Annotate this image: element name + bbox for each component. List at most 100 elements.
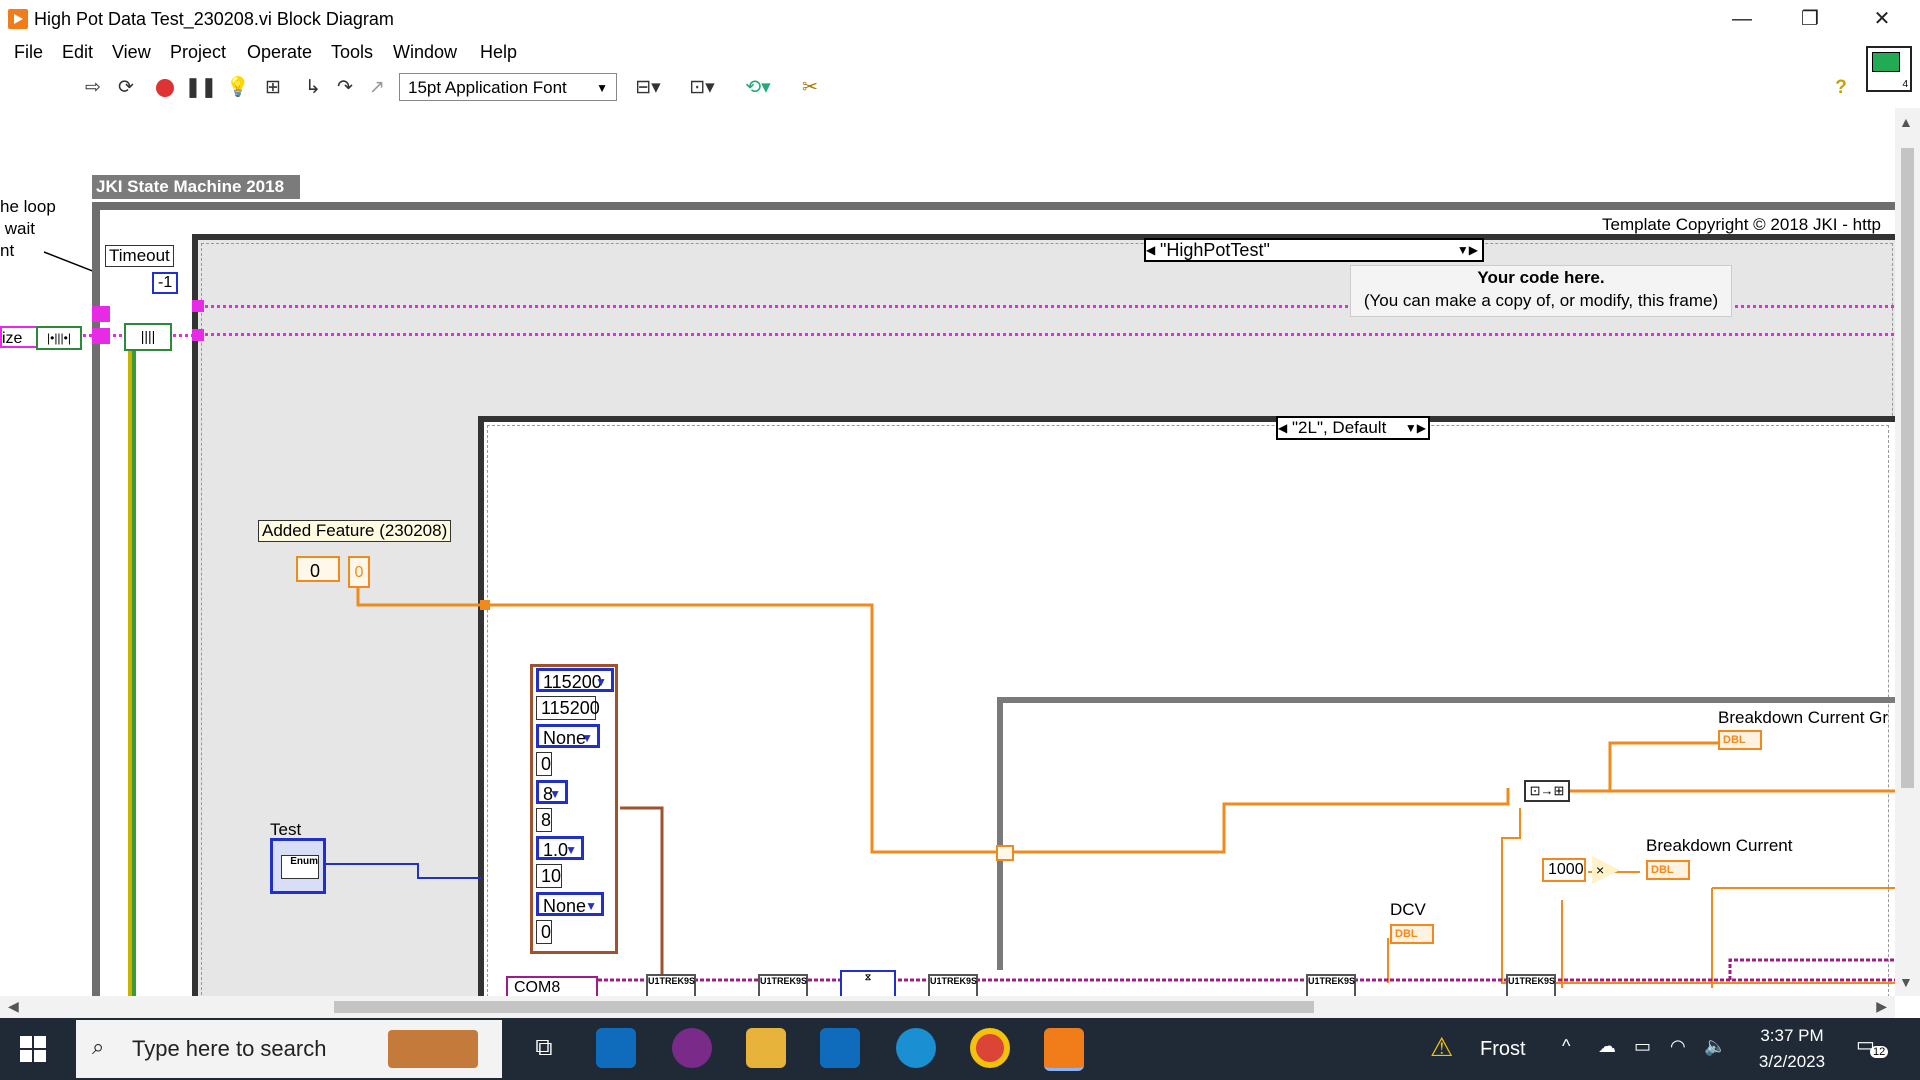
subvi-node[interactable]: U1TREK9S (1306, 974, 1356, 996)
pink-wire-top (194, 305, 1894, 308)
retain-wire-values-icon[interactable]: ⊞ (265, 77, 281, 98)
chevron-down-icon[interactable]: ▼▶ (1404, 421, 1426, 435)
scroll-thumb[interactable] (1901, 148, 1914, 788)
vertical-scrollbar[interactable]: ▲ ▼ (1895, 108, 1920, 996)
menu-project[interactable]: Project (170, 42, 227, 62)
case-structure-frame[interactable] (478, 416, 1895, 996)
close-button[interactable]: ✕ (1873, 8, 1891, 30)
timeout-value[interactable]: 10 (536, 864, 562, 888)
align-objects-icon[interactable]: ⊟▾ (635, 77, 661, 98)
baud-rate-dropdown[interactable]: 115200▼ (536, 668, 614, 692)
labview-taskbar-icon[interactable] (1044, 1028, 1084, 1071)
build-array-node[interactable]: ⊡→⊞ (1524, 780, 1570, 802)
parity-dropdown[interactable]: None▼ (536, 724, 600, 748)
shift-register-left-top[interactable] (92, 306, 110, 322)
jki-state-machine-label: JKI State Machine 2018 (92, 175, 300, 199)
chrome-icon[interactable] (970, 1028, 1010, 1068)
com-port-constant[interactable]: COM8 (506, 976, 598, 996)
subvi-node[interactable]: ⧖ (840, 970, 896, 996)
edge-icon[interactable] (896, 1028, 936, 1068)
scroll-left-icon[interactable]: ◀ (8, 998, 19, 1014)
bundle-node[interactable]: |•|||•| (36, 326, 82, 350)
notification-icon[interactable]: ▭ 12 (1856, 1032, 1889, 1062)
subvi-node[interactable]: U1TREK9S (928, 974, 978, 996)
menu-edit[interactable]: Edit (62, 42, 94, 62)
data-bits-dropdown[interactable]: 8▼ (536, 780, 568, 804)
weather-text[interactable]: Frost (1480, 1038, 1526, 1060)
case-selector-outer[interactable]: "HighPotTest" ◀ ▼▶ (1144, 238, 1484, 262)
windows-start-icon[interactable] (20, 1036, 46, 1062)
menu-view[interactable]: View (112, 42, 151, 62)
store-icon[interactable] (596, 1028, 636, 1068)
menu-bar: File Edit View Project Operate Tools Win… (0, 38, 1866, 68)
scroll-thumb[interactable] (334, 1001, 1314, 1013)
run-arrow-icon[interactable]: ⇨ (85, 77, 101, 98)
clock-time[interactable]: 3:37 PM (1760, 1026, 1824, 1045)
pink-wire-bottom (194, 333, 1894, 336)
onedrive-icon[interactable]: ☁ (1598, 1036, 1616, 1056)
distribute-objects-icon[interactable]: ⊡▾ (689, 77, 715, 98)
dcv-label: DCV (1390, 900, 1426, 919)
shift-register-left-bottom[interactable] (92, 328, 110, 344)
timeout-constant[interactable]: -1 (152, 272, 179, 294)
step-out-icon[interactable]: ↗ (369, 77, 385, 98)
labview-app-icon (8, 9, 28, 29)
clock-date[interactable]: 3/2/2023 (1758, 1052, 1826, 1071)
context-help-icon[interactable]: ? (1835, 77, 1847, 98)
unbundle-node[interactable]: |||| (124, 323, 172, 351)
chevron-up-icon[interactable]: ^ (1562, 1036, 1571, 1056)
subvi-node[interactable]: U1TREK9S (758, 974, 808, 996)
step-into-icon[interactable]: ↳ (305, 77, 321, 98)
multiply-node[interactable] (1592, 856, 1620, 884)
cleanup-diagram-icon[interactable]: ✂ (802, 77, 818, 98)
abort-icon[interactable] (154, 77, 176, 99)
decrement-arrow-icon[interactable]: ◀ (1146, 243, 1156, 257)
test-enum-control[interactable]: Enum (270, 838, 326, 894)
menu-help[interactable]: Help (480, 42, 518, 62)
stop-bits-dropdown[interactable]: 1.0▼ (536, 836, 584, 860)
baud-rate-value[interactable]: 115200 (536, 696, 600, 720)
multiplier-constant[interactable]: 1000 (1542, 858, 1586, 882)
added-feature-control[interactable]: 0 (296, 556, 340, 582)
scroll-up-icon[interactable]: ▲ (1899, 114, 1913, 130)
volume-icon[interactable]: 🔈 (1704, 1036, 1727, 1056)
zero-constant[interactable]: 0 (536, 752, 552, 776)
scroll-down-icon[interactable]: ▼ (1899, 974, 1913, 990)
menu-operate[interactable]: Operate (247, 42, 313, 62)
highlight-execution-icon[interactable]: 💡 (226, 77, 250, 98)
wifi-icon[interactable]: ◠ (1670, 1036, 1686, 1056)
pause-icon[interactable]: ❚❚ (185, 77, 217, 98)
taskbar-search-box[interactable]: ⌕ Type here to search (76, 1020, 502, 1078)
reorder-icon[interactable]: ⟲▾ (745, 77, 771, 98)
breakdown-current-graph-label: Breakdown Current Gr (1718, 708, 1889, 727)
restore-button[interactable]: ❐ (1801, 8, 1819, 30)
task-view-icon[interactable]: ⧉ (535, 1034, 553, 1061)
step-over-icon[interactable]: ↷ (337, 77, 353, 98)
subvi-node[interactable]: U1TREK9S (646, 974, 696, 996)
case-selector-inner[interactable]: "2L", Default ◀ ▼▶ (1276, 416, 1430, 440)
weather-warning-icon[interactable]: ⚠ (1430, 1032, 1454, 1062)
yellow-wire (128, 351, 132, 996)
scroll-right-icon[interactable]: ▶ (1876, 998, 1887, 1014)
slack-icon[interactable] (672, 1028, 712, 1068)
font-selector[interactable]: 15pt Application Font ▼ (399, 73, 617, 101)
flow-control-dropdown[interactable]: None▼ (536, 892, 604, 916)
run-continuously-icon[interactable]: ⟳ (118, 77, 134, 98)
tunnel (480, 600, 490, 610)
file-explorer-icon[interactable] (746, 1028, 786, 1068)
minimize-button[interactable]: — (1732, 8, 1752, 30)
battery-icon[interactable]: ▭ (1634, 1036, 1652, 1056)
subvi-node[interactable]: U1TREK9S (1506, 974, 1556, 996)
chevron-down-icon[interactable]: ▼▶ (1456, 243, 1478, 257)
zero-constant[interactable]: 0 (536, 920, 552, 944)
decrement-arrow-icon[interactable]: ◀ (1278, 421, 1288, 435)
menu-file[interactable]: File (14, 42, 44, 62)
outlook-icon[interactable] (820, 1028, 860, 1068)
menu-tools[interactable]: Tools (331, 42, 374, 62)
vi-connector-icon[interactable]: 4 (1866, 46, 1912, 92)
horizontal-scrollbar[interactable]: ◀ ▶ (0, 996, 1895, 1018)
menu-window[interactable]: Window (393, 42, 458, 62)
data-bits-value[interactable]: 8 (536, 808, 552, 832)
